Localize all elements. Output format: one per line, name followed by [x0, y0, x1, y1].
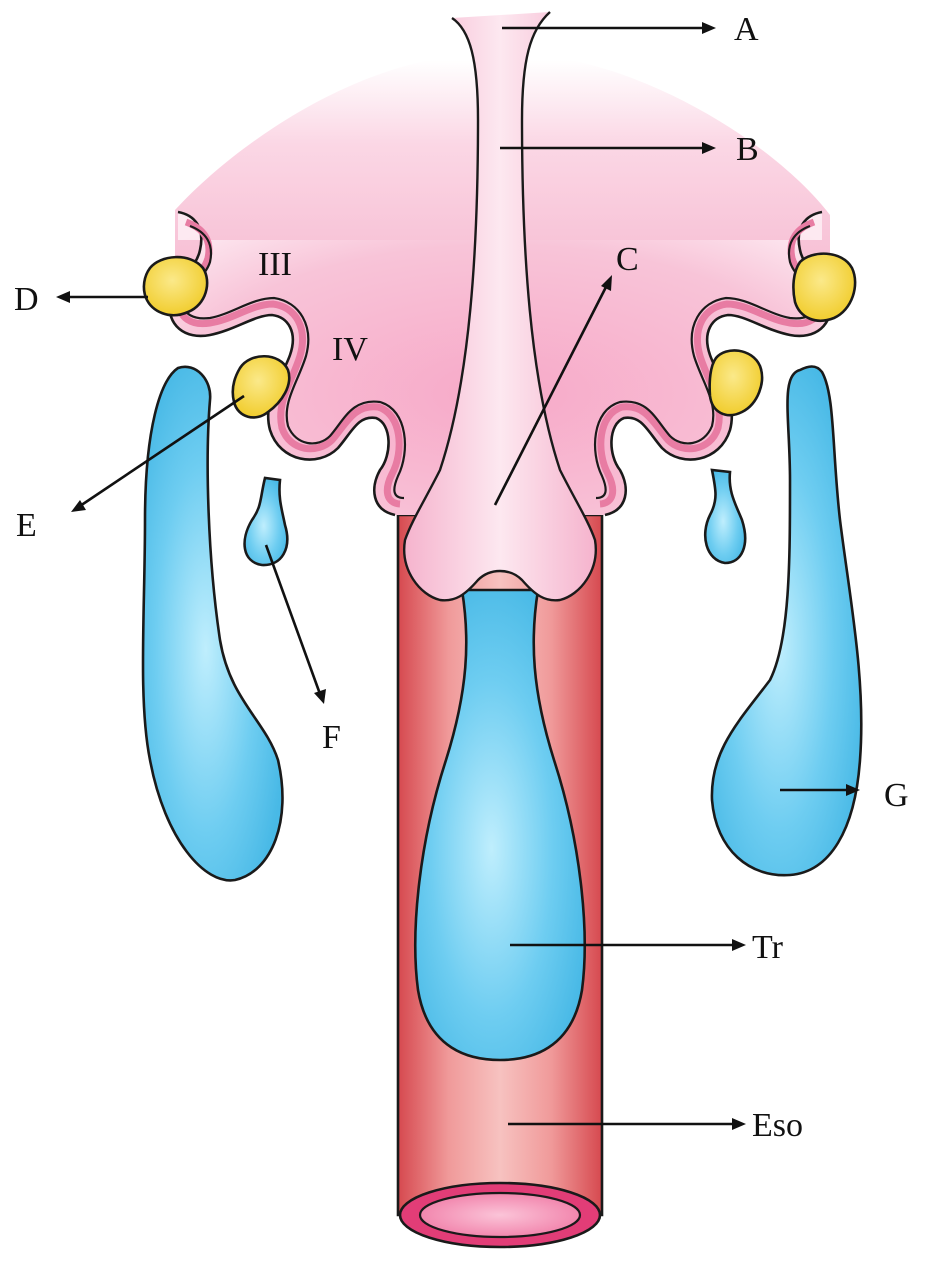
gland-g-left	[143, 367, 283, 881]
label-e: E	[16, 507, 37, 544]
label-g: G	[884, 777, 909, 814]
arrowhead-e	[71, 500, 86, 512]
pointer-f	[266, 545, 320, 694]
label-pouch-iii: III	[258, 246, 292, 283]
arrowhead-d	[56, 291, 70, 303]
gland-f-right	[705, 470, 745, 563]
label-f: F	[322, 719, 341, 756]
gland-d-right	[793, 254, 855, 321]
gland-f-left	[245, 478, 288, 565]
label-d: D	[14, 281, 39, 318]
label-eso: Eso	[752, 1107, 803, 1144]
gland-g-right	[712, 367, 861, 876]
label-tr: Tr	[752, 929, 784, 966]
gland-d-left	[144, 257, 207, 315]
arrowhead-eso	[732, 1118, 746, 1130]
arrowhead-tr	[732, 939, 746, 951]
label-c: C	[616, 241, 639, 278]
label-pouch-iv: IV	[332, 331, 368, 368]
arrowhead-a	[702, 22, 716, 34]
gland-e-right	[710, 350, 762, 415]
label-a: A	[734, 11, 759, 48]
label-b: B	[736, 131, 759, 168]
arrowhead-f	[314, 689, 326, 704]
